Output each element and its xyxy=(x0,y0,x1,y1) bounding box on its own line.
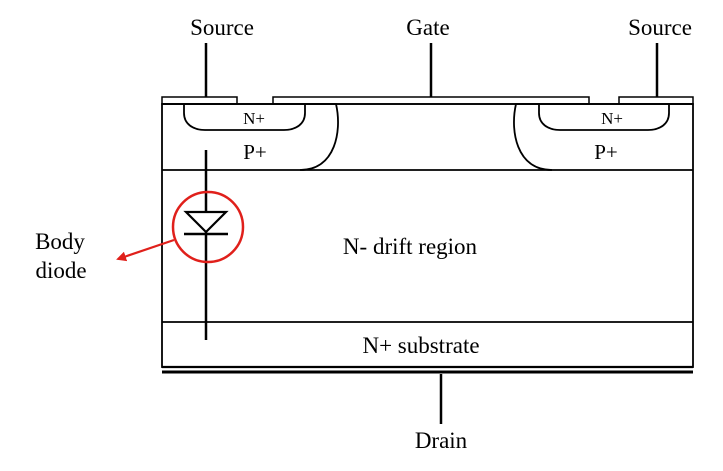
circle-marker-icon xyxy=(171,190,245,264)
source-right-label: Source xyxy=(628,15,692,40)
diode-icon xyxy=(183,210,229,236)
gate-electrode xyxy=(272,96,590,105)
body-label-line1: Body xyxy=(35,229,85,254)
p-plus-left-label: P+ xyxy=(243,140,267,164)
n-plus-right-region xyxy=(538,104,670,131)
gate-label: Gate xyxy=(406,15,449,40)
n-plus-left-region xyxy=(183,104,306,131)
arrow-icon xyxy=(116,238,175,262)
source-left-label: Source xyxy=(190,15,254,40)
drain-label: Drain xyxy=(415,428,468,453)
n-plus-left-label: N+ xyxy=(243,109,265,128)
n-plus-right-label: N+ xyxy=(601,109,623,128)
drift-region-label: N- drift region xyxy=(343,234,478,259)
substrate-label: N+ substrate xyxy=(362,333,479,358)
body-label-line2: diode xyxy=(35,258,86,283)
source-right-contact xyxy=(618,96,694,105)
p-plus-right-label: P+ xyxy=(594,140,618,164)
source-left-contact xyxy=(161,96,238,105)
